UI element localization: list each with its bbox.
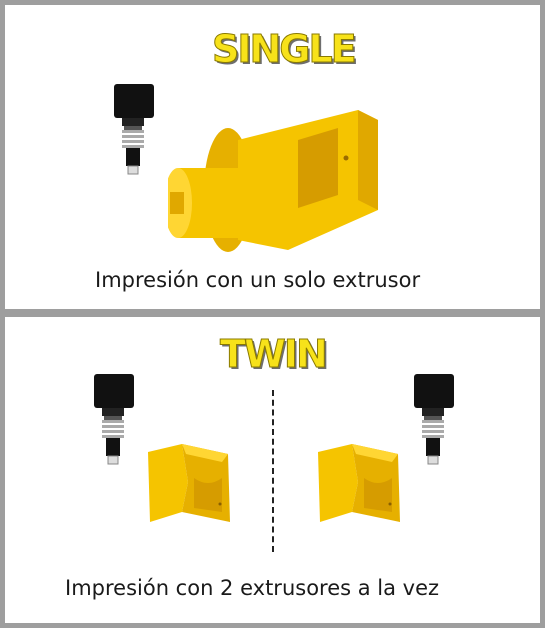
twin-left-printed-part xyxy=(148,444,230,522)
single-title: SINGLE xyxy=(212,27,358,71)
extruder-icon xyxy=(94,374,134,465)
extruder-icon xyxy=(114,84,154,175)
twin-title: TWIN xyxy=(220,332,329,376)
twin-right-printed-part xyxy=(318,444,400,522)
single-caption: Impresión con un solo extrusor xyxy=(95,268,421,292)
extruder-icon xyxy=(414,374,454,465)
single-printed-part xyxy=(168,110,378,252)
twin-caption: Impresión con 2 extrusores a la vez xyxy=(65,576,440,600)
separator-dashed-line xyxy=(272,390,274,552)
section-divider xyxy=(0,309,545,317)
